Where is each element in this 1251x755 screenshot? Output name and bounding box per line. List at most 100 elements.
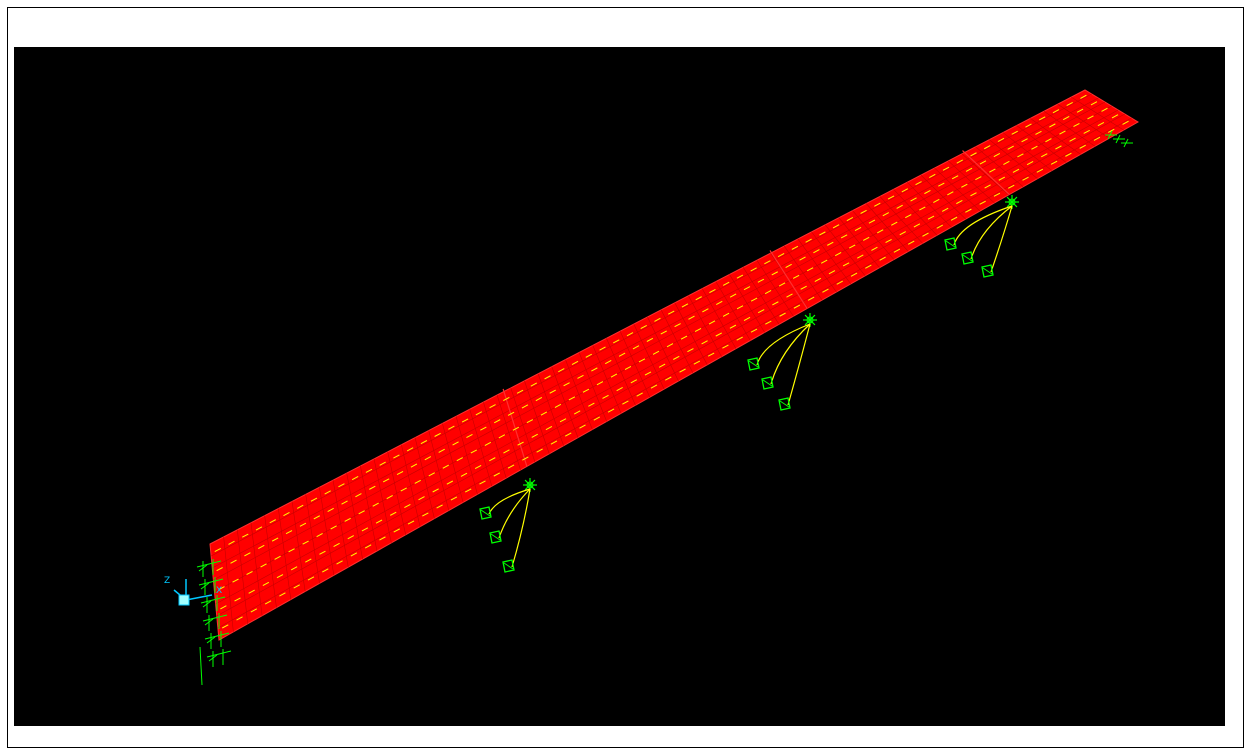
- local-axis-tick: [993, 153, 1001, 158]
- local-axis-tick: [344, 517, 351, 522]
- local-axis-tick: [750, 297, 758, 302]
- local-axis-tick: [624, 365, 632, 371]
- local-axis-tick: [626, 332, 634, 337]
- local-axis-tick: [785, 263, 792, 269]
- local-axis-tick: [891, 221, 898, 226]
- local-axis-tick: [708, 320, 716, 325]
- local-axis-tick: [1108, 128, 1115, 133]
- local-axis-tick: [1011, 130, 1018, 135]
- local-axis-tick: [850, 272, 858, 277]
- local-axis-tick: [1050, 160, 1058, 165]
- local-axis-tick: [660, 330, 667, 335]
- local-axis-tick: [1041, 153, 1048, 158]
- local-axis-tick: [743, 316, 751, 321]
- local-axis-tick: [216, 567, 223, 572]
- end-support-far[interactable]: [1105, 130, 1133, 148]
- local-axis-tick: [582, 388, 590, 393]
- local-axis-tick: [979, 160, 987, 165]
- pier-1[interactable]: [479, 478, 537, 573]
- local-axis-tick: [1022, 176, 1029, 181]
- local-axis-tick: [1059, 130, 1066, 135]
- local-axis-tick: [498, 434, 506, 439]
- local-axis-tick: [302, 540, 309, 545]
- local-axis-tick: [549, 389, 556, 394]
- span-joint: [502, 388, 528, 467]
- pier-2[interactable]: [747, 313, 817, 411]
- local-axis-tick: [550, 440, 558, 445]
- local-axis-tick: [687, 348, 694, 353]
- local-axis-tick: [428, 472, 435, 477]
- local-axis-tick: [522, 456, 529, 461]
- local-axis-tick: [822, 288, 829, 293]
- local-axis-tick: [667, 310, 675, 315]
- local-axis-tick: [545, 426, 553, 431]
- model-viewport[interactable]: Z X: [14, 47, 1225, 726]
- local-axis-tick: [1097, 122, 1105, 127]
- local-axis-tick: [905, 214, 912, 219]
- local-axis-tick: [404, 503, 411, 509]
- local-axis-tick: [860, 209, 867, 214]
- local-axis-tick: [290, 566, 298, 571]
- local-axis-tick: [438, 448, 445, 453]
- local-axis-tick: [571, 360, 579, 366]
- local-axis-tick: [283, 511, 290, 517]
- local-axis-tick: [933, 198, 940, 203]
- spring-icon: [756, 323, 811, 366]
- local-axis-tick: [493, 419, 501, 424]
- local-axis-tick: [882, 212, 890, 217]
- mesh-line: [210, 93, 1092, 557]
- local-axis-tick: [695, 296, 702, 301]
- local-axis-tick: [379, 536, 386, 541]
- local-axis-tick: [764, 260, 771, 265]
- local-axis-tick: [680, 335, 688, 340]
- pier-3[interactable]: [944, 195, 1019, 278]
- local-axis-tick: [288, 548, 295, 553]
- local-axis-tick: [220, 605, 227, 610]
- local-axis-tick: [442, 464, 449, 469]
- local-axis-tick: [305, 558, 312, 563]
- spring-icon: [498, 488, 531, 539]
- local-axis-tick: [228, 540, 235, 545]
- end-support-near[interactable]: [196, 559, 232, 686]
- spring-icon: [970, 205, 1013, 260]
- local-axis-tick: [910, 197, 917, 202]
- local-axis-tick: [832, 224, 840, 229]
- local-axis-tick: [919, 206, 926, 211]
- local-axis-tick: [450, 496, 458, 501]
- local-axis-tick: [887, 195, 895, 200]
- local-axis-tick: [607, 408, 615, 413]
- local-axis-tick: [907, 240, 915, 245]
- local-axis-tick: [666, 343, 674, 348]
- local-axis-tick: [535, 397, 543, 402]
- local-axis-tick: [874, 202, 881, 207]
- local-axis-tick: [640, 324, 647, 330]
- local-axis-tick: [434, 432, 441, 437]
- local-axis-tick: [573, 410, 581, 415]
- local-axis-tick: [322, 568, 329, 573]
- local-axis-tick: [998, 176, 1006, 181]
- local-axis-tick: [736, 305, 744, 310]
- local-axis-tick: [369, 485, 376, 490]
- local-axis-tick: [665, 376, 672, 381]
- local-axis-tick: [446, 480, 454, 485]
- bridge-model-canvas[interactable]: Z X: [14, 47, 1225, 726]
- deck-surface[interactable]: [209, 89, 1139, 641]
- local-axis-tick: [913, 223, 921, 228]
- local-axis-tick: [716, 300, 723, 305]
- local-axis-tick: [358, 510, 365, 515]
- abutment-supports: [196, 130, 1133, 686]
- local-axis-tick: [503, 449, 510, 454]
- local-axis-tick: [336, 560, 343, 565]
- local-axis-tick: [591, 367, 598, 372]
- restraint-icon: [479, 506, 492, 520]
- local-axis-tick: [644, 371, 652, 376]
- local-axis-tick: [613, 339, 620, 344]
- local-axis-tick: [807, 296, 815, 301]
- local-axis-tick: [616, 387, 623, 392]
- local-axis-tick: [1007, 145, 1014, 150]
- local-axis-tick: [1038, 116, 1046, 121]
- local-axis-tick: [432, 488, 439, 493]
- local-axis-tick: [871, 246, 878, 251]
- pier-supports: [479, 195, 1019, 573]
- local-axis-tick: [779, 312, 786, 317]
